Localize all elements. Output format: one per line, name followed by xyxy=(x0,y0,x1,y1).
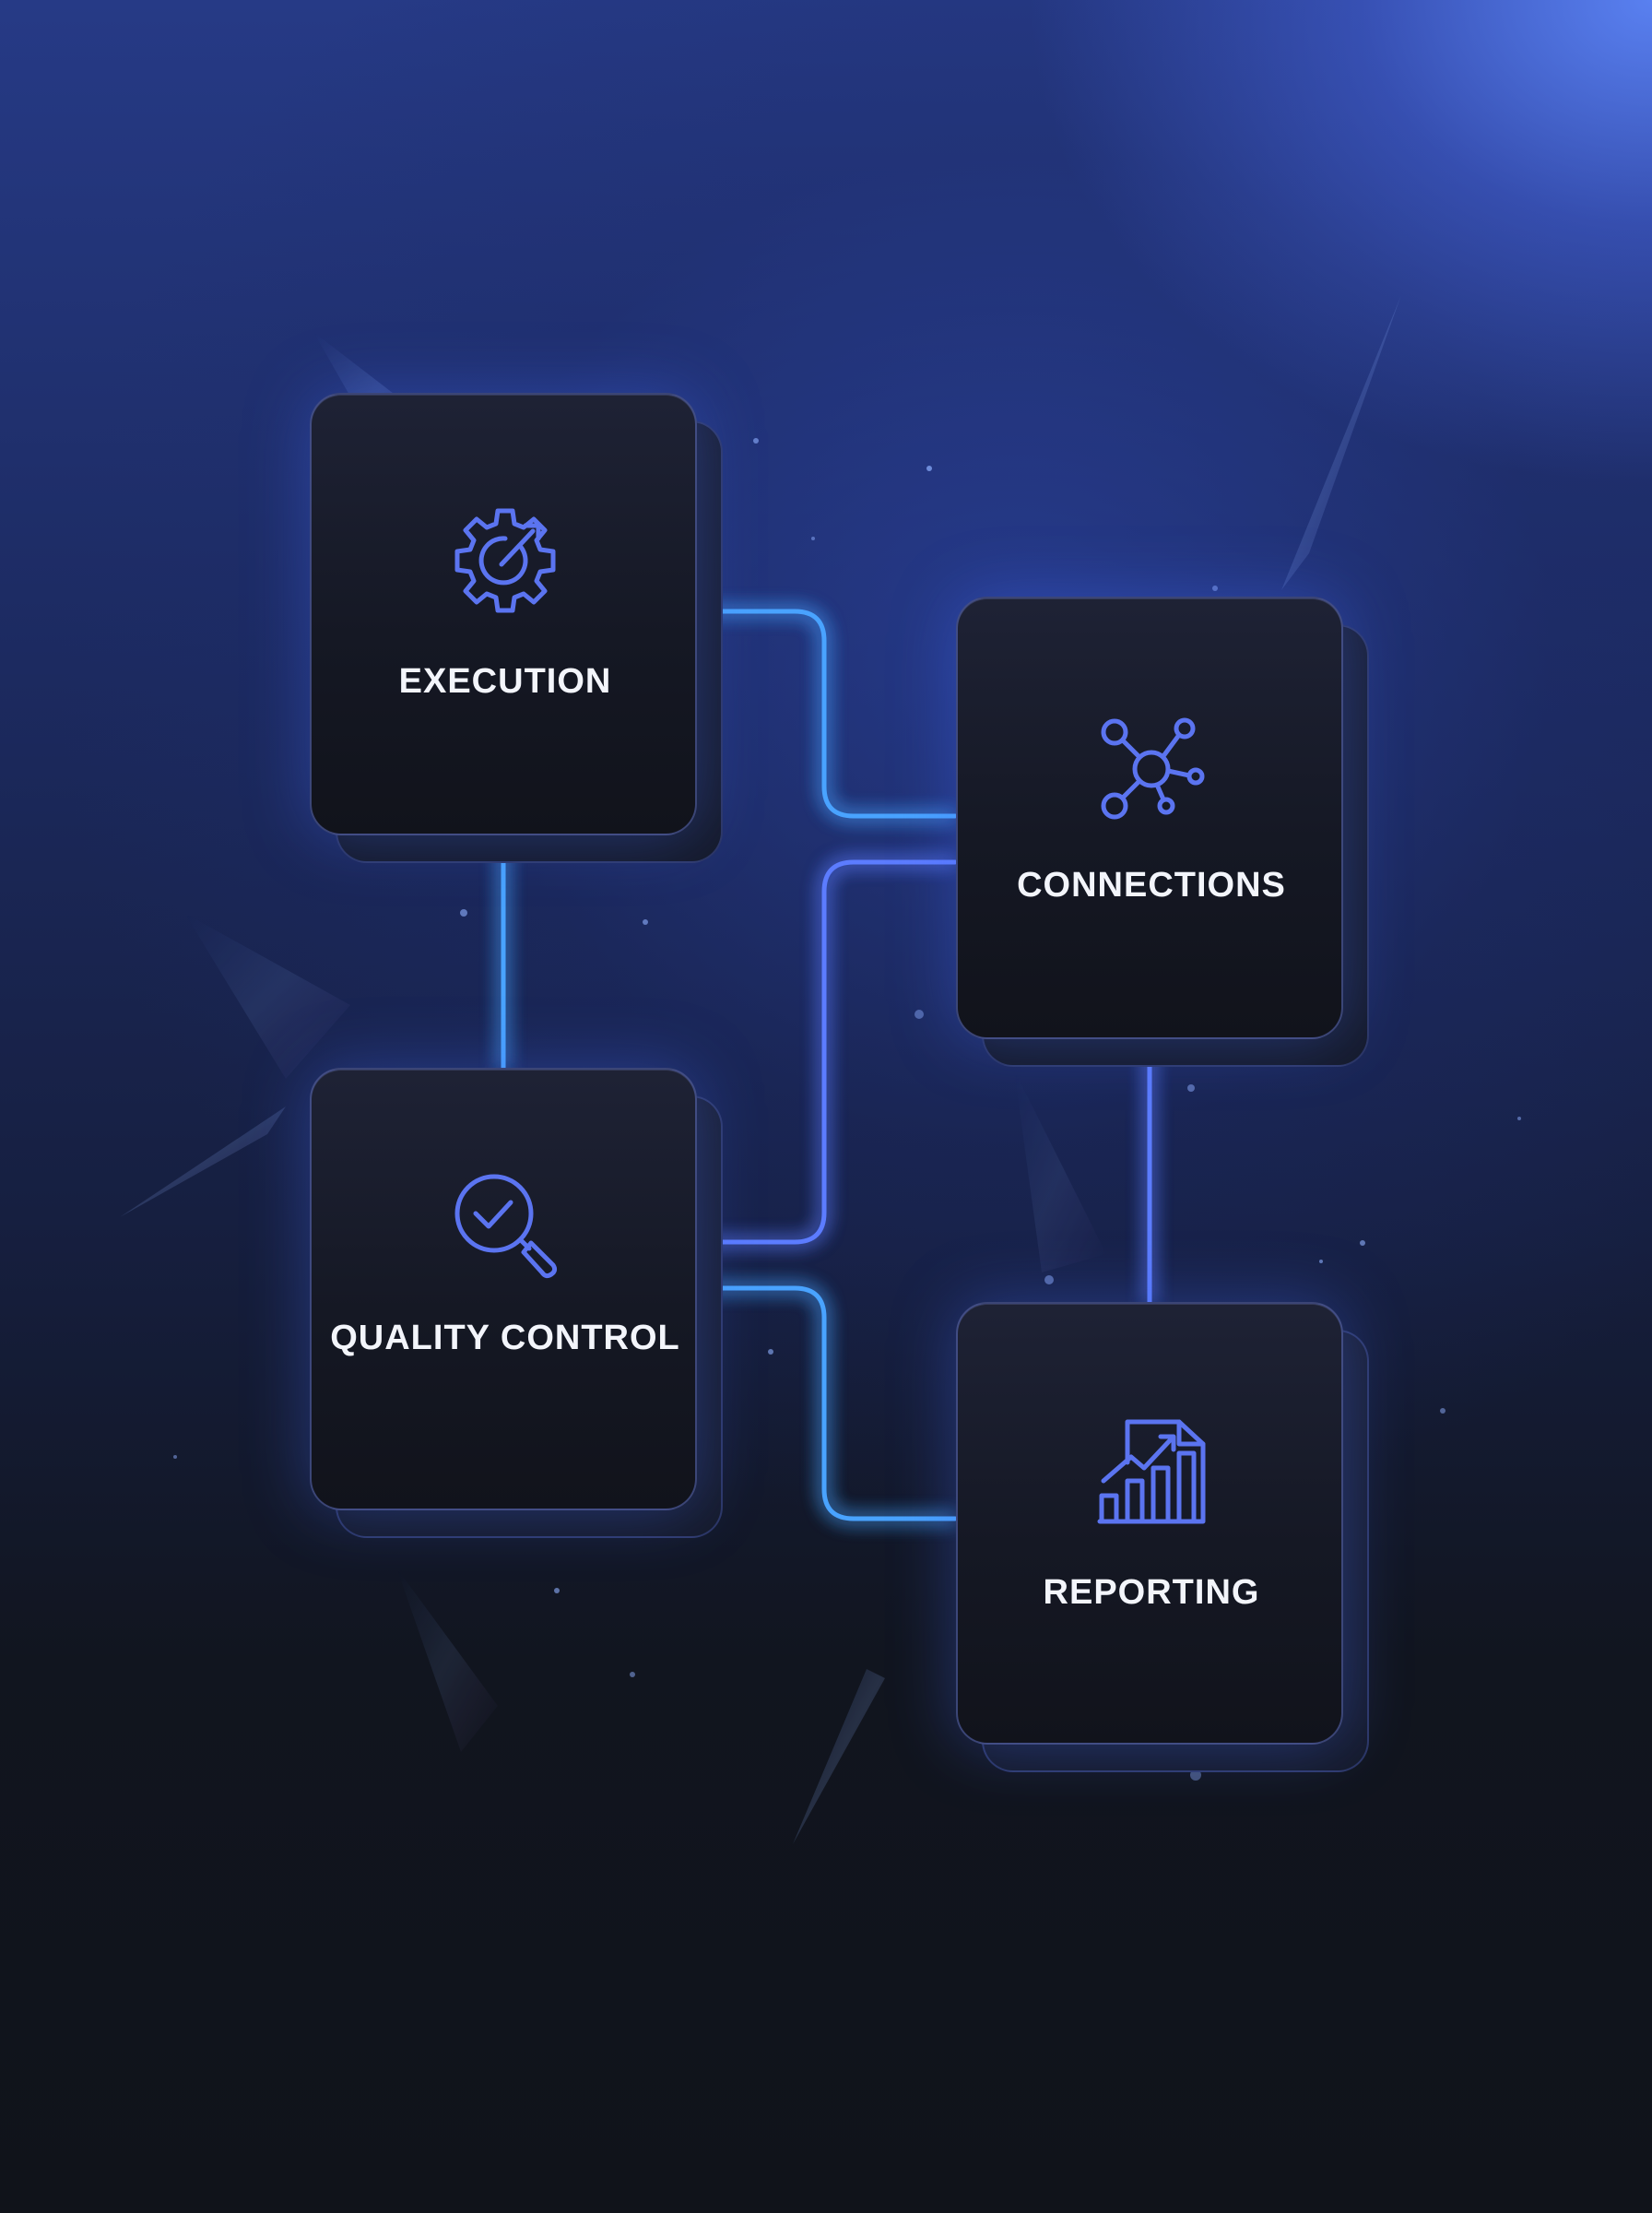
magnifier-check-icon xyxy=(454,1174,558,1279)
network-icon xyxy=(1101,717,1205,820)
card: REPORTING xyxy=(956,1302,1343,1745)
node-label: QUALITY CONTROL xyxy=(330,1319,680,1357)
card: CONNECTIONS xyxy=(956,597,1343,1039)
sparkle-particles xyxy=(173,438,1521,1781)
node-label: REPORTING xyxy=(1043,1573,1260,1612)
chart-report-icon xyxy=(1097,1419,1206,1524)
card: QUALITY CONTROL xyxy=(310,1068,697,1510)
edge-quality-control-connections xyxy=(695,859,958,1245)
gear-icon xyxy=(454,508,556,613)
node-label: CONNECTIONS xyxy=(1017,866,1286,905)
node-reporting: REPORTING xyxy=(956,1302,1369,1772)
connector-lines xyxy=(501,609,1152,1521)
edge-quality-control-reporting xyxy=(695,1285,958,1521)
node-execution: EXECUTION xyxy=(310,393,723,863)
card: EXECUTION xyxy=(310,393,697,835)
node-connections: CONNECTIONS xyxy=(956,597,1369,1067)
edge-execution-connections xyxy=(695,609,958,819)
node-quality-control: QUALITY CONTROL xyxy=(310,1068,723,1538)
node-label: EXECUTION xyxy=(398,662,612,701)
